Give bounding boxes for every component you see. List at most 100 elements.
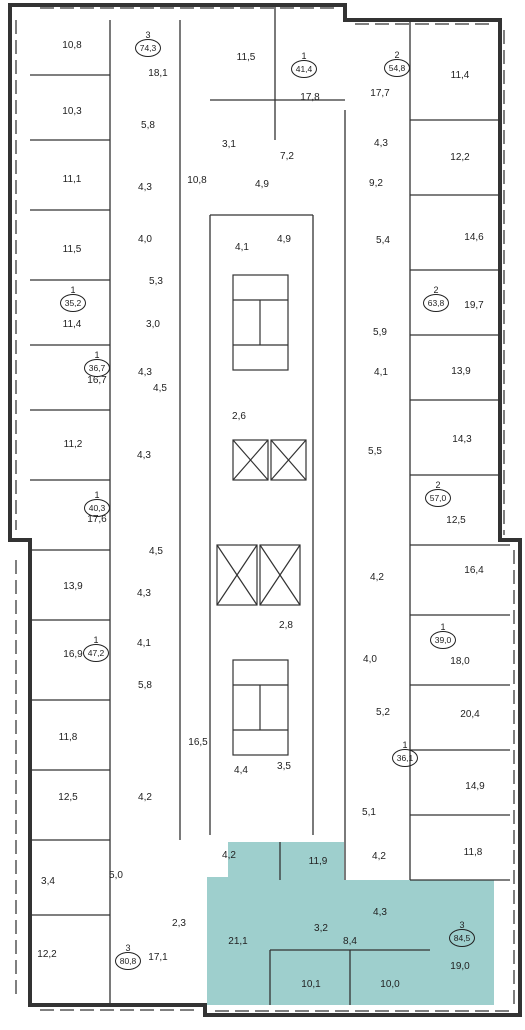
room-area-label: 4,1 [137,638,151,649]
room-area-label: 5,9 [373,327,387,338]
room-area-label: 5,8 [138,680,152,691]
room-area-label: 5,2 [376,707,390,718]
room-area-label: 17,8 [300,92,320,103]
apartment-total-area: 54,8 [384,59,410,77]
room-area-label: 11,5 [236,52,256,63]
room-area-label: 5,0 [109,870,123,881]
room-area-label: 5,4 [376,235,390,246]
room-area-label: 5,8 [141,120,155,131]
apartment-room-count: 1 [70,285,76,295]
apartment-room-count: 1 [402,740,408,750]
apartment-room-count: 2 [394,50,400,60]
selected-apartment-fill[interactable] [207,842,494,1005]
apartment-total-area: 47,2 [83,644,109,662]
room-area-label: 10,0 [380,979,400,990]
room-area-label: 4,5 [149,546,163,557]
apartment-total-area: 41,4 [291,60,317,78]
room-area-label: 2,3 [172,918,186,929]
apartment-room-count: 2 [433,285,439,295]
room-area-label: 17,7 [370,88,390,99]
room-area-label: 4,3 [138,367,152,378]
room-area-label: 12,2 [37,949,57,960]
apartment-room-count: 1 [93,635,99,645]
room-area-label: 16,7 [87,375,107,386]
apartment-total-area: 57,0 [425,489,451,507]
room-area-label: 4,2 [370,572,384,583]
room-area-label: 19,7 [464,300,484,311]
room-area-label: 11,4 [450,70,470,81]
room-area-label: 4,2 [138,792,152,803]
apartment-total-area: 84,5 [449,929,475,947]
room-area-label: 3,4 [41,876,55,887]
room-area-label: 10,8 [187,175,207,186]
stair-core-bottom [232,659,289,756]
room-area-label: 4,1 [374,367,388,378]
room-area-label: 5,5 [368,446,382,457]
room-area-label: 3,5 [277,761,291,772]
room-area-label: 3,0 [146,319,160,330]
apartment-room-count: 1 [440,622,446,632]
room-area-label: 2,6 [232,411,246,422]
apartment-total-area: 74,3 [135,39,161,57]
room-area-label: 12,5 [446,515,466,526]
room-area-label: 4,1 [235,242,249,253]
room-area-label: 13,9 [63,581,83,592]
room-area-label: 4,5 [153,383,167,394]
room-area-label: 9,2 [369,178,383,189]
room-area-label: 4,2 [222,850,236,861]
room-area-label: 21,1 [228,936,248,947]
room-area-label: 17,6 [87,514,107,525]
room-area-label: 4,9 [277,234,291,245]
room-area-label: 19,0 [450,961,470,972]
room-area-label: 17,1 [148,952,168,963]
room-area-label: 12,2 [450,152,470,163]
room-area-label: 11,9 [308,856,328,867]
room-area-label: 13,9 [451,366,471,377]
room-area-label: 3,2 [314,923,328,934]
room-area-label: 4,3 [373,907,387,918]
room-area-label: 20,4 [460,709,480,720]
apartment-room-count: 3 [459,920,465,930]
apartment-room-count: 2 [435,480,441,490]
room-area-label: 3,1 [222,139,236,150]
apartment-total-area: 80,8 [115,952,141,970]
room-area-label: 5,3 [149,276,163,287]
window-bands [15,7,515,1012]
room-area-label: 4,3 [374,138,388,149]
apartment-total-area: 36,7 [84,359,110,377]
room-area-label: 10,1 [301,979,321,990]
room-area-label: 14,3 [452,434,472,445]
room-area-label: 4,3 [137,588,151,599]
room-area-label: 10,8 [62,40,82,51]
room-area-label: 4,3 [137,450,151,461]
room-area-label: 4,4 [234,765,248,776]
room-area-label: 18,0 [450,656,470,667]
stair-core-top [232,274,289,371]
apartment-room-count: 1 [94,350,100,360]
room-area-label: 10,3 [62,106,82,117]
room-area-label: 11,4 [62,319,82,330]
room-area-label: 4,0 [138,234,152,245]
room-area-label: 8,4 [343,936,357,947]
elevators-bottom [216,544,301,606]
apartment-room-count: 3 [145,30,151,40]
room-area-label: 11,2 [63,439,83,450]
room-area-label: 4,2 [372,851,386,862]
apartment-room-count: 1 [301,51,307,61]
room-area-label: 4,0 [363,654,377,665]
room-area-label: 16,4 [464,565,484,576]
room-area-label: 11,1 [62,174,82,185]
